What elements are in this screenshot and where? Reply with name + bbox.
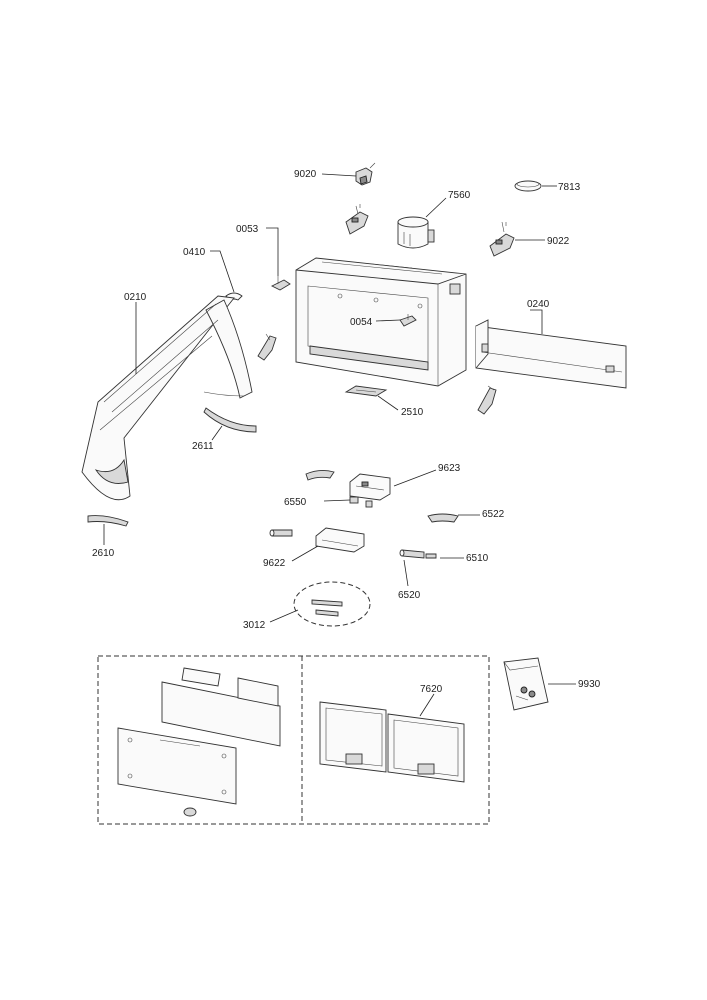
label-0053: 0053 [236, 224, 259, 235]
part-0053 [270, 276, 291, 291]
part-0240 [475, 319, 627, 389]
part-9622 [315, 527, 365, 553]
label-2610: 2610 [92, 548, 115, 559]
label-7620: 7620 [420, 684, 443, 695]
part-9022 [489, 221, 515, 257]
part-0210 [81, 295, 253, 501]
part-6510 [425, 553, 437, 559]
part-9020 [355, 162, 376, 186]
leader-2510 [377, 395, 399, 411]
part-side-bracket-left [257, 333, 277, 361]
label-9020: 9020 [294, 169, 317, 180]
label-9022: 9022 [547, 236, 570, 247]
label-9622: 9622 [263, 558, 286, 569]
label-2510: 2510 [401, 407, 424, 418]
part-bracket-left-top [345, 204, 369, 235]
leader-7620 [419, 693, 435, 717]
label-7560: 7560 [448, 190, 471, 201]
leader-0054 [375, 319, 401, 322]
label-6522: 6522 [482, 509, 505, 520]
part-0054 [399, 314, 417, 327]
leader-6520 [403, 559, 409, 587]
label-0410: 0410 [183, 247, 206, 258]
part-small-button-top [305, 469, 335, 481]
part-6522 [427, 513, 459, 523]
part-7620-filter-left [319, 701, 387, 773]
part-6550 [349, 496, 373, 508]
leader-6550 [323, 499, 351, 502]
part-glass-panel-lower [117, 727, 237, 817]
label-7813: 7813 [558, 182, 581, 193]
part-3012 [293, 581, 371, 627]
leader-0240 [530, 309, 543, 334]
label-6520: 6520 [398, 590, 421, 601]
leader-2611 [211, 425, 223, 441]
part-2611 [203, 407, 257, 433]
part-6520 [399, 549, 425, 559]
leader-7560 [425, 197, 447, 218]
label-0054: 0054 [350, 317, 373, 328]
part-2510 [344, 385, 388, 397]
part-housing-box [295, 257, 467, 387]
part-small-knob-left [269, 529, 293, 537]
label-2611: 2611 [192, 441, 214, 452]
leader-9020 [321, 173, 357, 177]
part-7813 [514, 180, 542, 192]
part-glass-panel-upper [161, 667, 281, 747]
group-box-panels-filters [97, 655, 490, 825]
part-bracket-right-lower [477, 385, 497, 415]
label-6550: 6550 [284, 497, 307, 508]
leader-3012 [269, 609, 299, 623]
leader-0053 [266, 227, 279, 276]
label-3012: 3012 [243, 620, 266, 631]
part-7620-filter-right [387, 713, 465, 783]
label-9623: 9623 [438, 463, 461, 474]
leader-9623 [393, 469, 437, 487]
label-9930: 9930 [578, 679, 601, 690]
part-9930 [503, 657, 549, 711]
part-9623 [349, 473, 391, 501]
label-6510: 6510 [466, 553, 489, 564]
part-2610 [87, 515, 129, 527]
leader-0410 [210, 250, 235, 293]
part-7560 [397, 216, 435, 249]
leader-9622 [291, 545, 319, 562]
label-0240: 0240 [527, 299, 550, 310]
label-0210: 0210 [124, 292, 147, 303]
